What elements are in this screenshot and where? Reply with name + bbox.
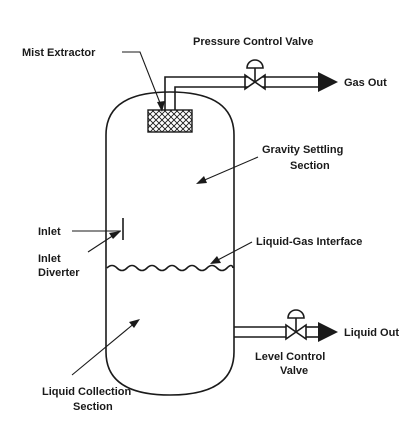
mist-extractor-pad: [147, 109, 193, 133]
mist-extractor-leader: [122, 51, 165, 112]
separator-vessel: [105, 91, 235, 396]
liquid-gas-interface-line: [106, 264, 234, 272]
gravity-settling-leader: [196, 156, 259, 184]
liquid-collection-label-line2: Section: [73, 401, 113, 413]
liquid-out-label: Liquid Out: [344, 327, 399, 339]
inlet-diverter-leader: [87, 231, 121, 253]
mist-extractor-label: Mist Extractor: [22, 47, 96, 59]
gas-out-label: Gas Out: [344, 77, 387, 89]
inlet-diverter-label-line1: Inlet: [38, 253, 61, 265]
liquid-outlet-pipe: [234, 326, 318, 338]
gravity-settling-label-line2: Section: [290, 160, 330, 172]
liquid-collection-label-line1: Liquid Collection: [42, 386, 131, 398]
level-control-valve-icon: [285, 309, 307, 341]
inlet-label: Inlet: [38, 226, 61, 238]
inlet-diverter-label-line2: Diverter: [38, 267, 80, 279]
liquid-out-arrow-icon: [318, 322, 338, 342]
gas-outlet-pipe: [164, 76, 318, 110]
level-control-valve-label-line1: Level Control: [255, 351, 325, 363]
gravity-settling-label-line1: Gravity Settling: [262, 144, 343, 156]
liquid-gas-interface-leader: [210, 241, 253, 264]
liquid-gas-interface-label: Liquid-Gas Interface: [256, 236, 362, 248]
pressure-control-valve-label: Pressure Control Valve: [193, 36, 313, 48]
level-control-valve-label-line2: Valve: [280, 365, 308, 377]
pressure-control-valve-icon: [244, 59, 266, 91]
gas-out-arrow-icon: [318, 72, 338, 92]
liquid-collection-leader: [71, 319, 140, 376]
